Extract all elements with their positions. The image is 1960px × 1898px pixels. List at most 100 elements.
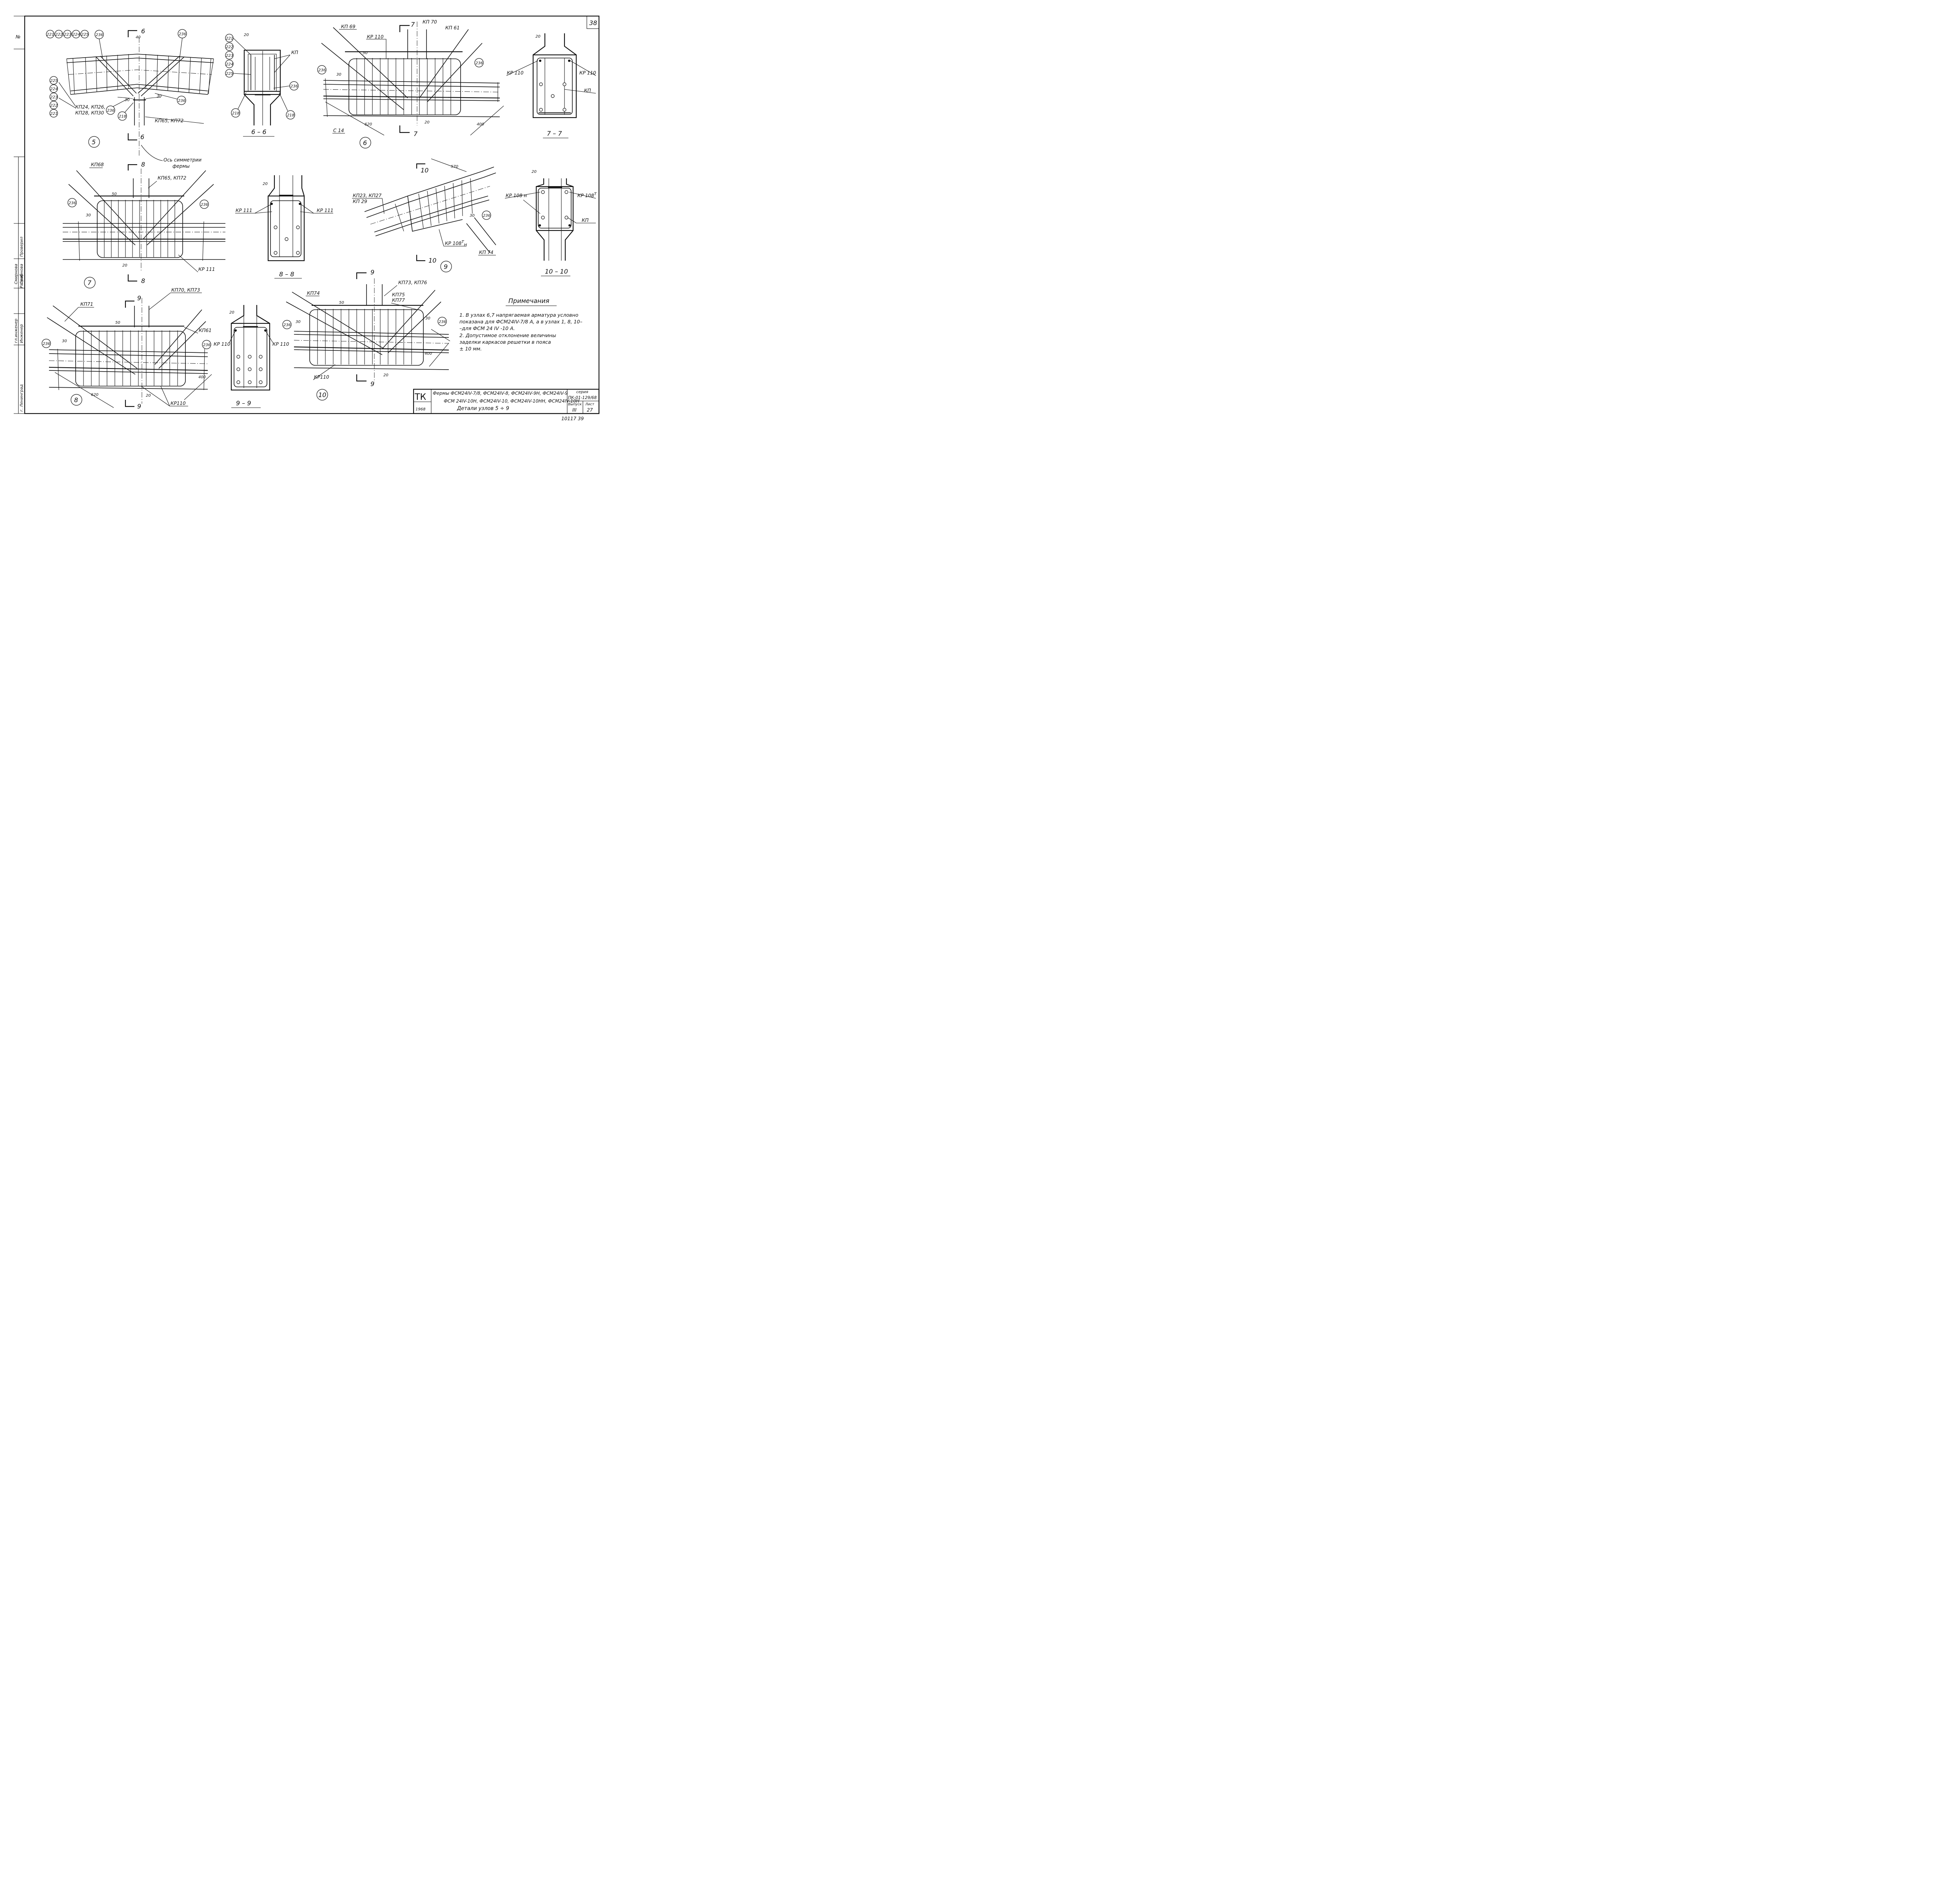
- title-line-2: ФСМ 24IV-10Н, ФСМ24IV-10, ФСМ24IV-10НН, …: [444, 398, 580, 404]
- node-6-number: 6: [359, 137, 371, 149]
- node-5-cut-bottom: 6: [140, 133, 144, 141]
- node-7-mark-236-a: 236: [69, 201, 76, 205]
- node-9-cut-bottom: 10: [428, 257, 436, 264]
- node-5-marks: 236 236 236 236 218: [94, 29, 187, 121]
- sheet-value: 27: [587, 407, 593, 413]
- node-7-kp65-label: КП65, КП72: [158, 175, 186, 181]
- node-9-number-text: 9: [444, 263, 448, 270]
- note-line-6: ± 10 мм.: [459, 346, 482, 352]
- s66-kp-label: КП: [291, 50, 298, 55]
- name-smirnova-1: Смирнова: [20, 264, 24, 284]
- s77-kr110-right: КР 110: [579, 70, 596, 76]
- node-7-dim-50: 50: [112, 192, 117, 196]
- title-line-3: Детали узлов 5 ÷ 9: [457, 406, 509, 412]
- notes-title: Примечания: [508, 297, 550, 305]
- s77-dim-20: 20: [535, 34, 541, 39]
- node-9-kp23-label: КП23, КП27: [353, 193, 382, 198]
- node-10-kp75-label: КП75: [392, 292, 405, 298]
- mark-223-left: 223: [50, 95, 58, 100]
- notes-block: Примечания 1. В узлах 6,7 напрягаемая ар…: [459, 297, 583, 352]
- node-10-kp73-label: КП73, КП76: [398, 280, 427, 285]
- node-10-dim-30a: 30: [296, 320, 301, 324]
- node-8-number: 8: [71, 394, 82, 406]
- node-7-kp68-label: КП68: [91, 162, 104, 167]
- mark-224-left: 224: [50, 87, 58, 91]
- node-8-dim-20: 20: [146, 394, 151, 398]
- section-10-10-title: 10 – 10: [545, 268, 568, 275]
- node-7-kr111-label: КР 111: [198, 267, 215, 272]
- section-8-8-drawing: [267, 175, 305, 261]
- node-6-kp70-label: КП 70: [423, 19, 437, 25]
- node-10-kr110-label: КР110: [314, 374, 329, 380]
- section-7-7-title: 7 – 7: [547, 130, 562, 137]
- s66-mark-223: 223: [226, 54, 233, 58]
- s66-mark-221: 221: [226, 36, 233, 41]
- node-8-dim-620: 620: [91, 393, 98, 397]
- section-6-6-marks: 221 222 223 224 225 236 218 218: [225, 34, 299, 120]
- node-7-number-text: 7: [87, 279, 92, 287]
- mark-236-a: 236: [96, 33, 103, 37]
- sheet-number-box: 38: [586, 16, 599, 29]
- node-9-kp74-label: КП 74: [479, 250, 494, 255]
- node-8-kp70-label: КП70, КП73: [171, 287, 200, 293]
- node-8-dim-50: 50: [115, 321, 120, 325]
- role-checked: Проверил: [20, 236, 24, 257]
- node-6-kp61-label: КП 61: [445, 25, 460, 31]
- note-line-5: заделки каркасов решетки в пояса: [459, 339, 551, 345]
- role-developed: Разраб: [19, 274, 24, 288]
- note-line-2: показана для ФСМ24IV-7/8 А, а в узлах 1,…: [459, 319, 583, 325]
- node-10-kp74-label: КП74: [307, 290, 320, 296]
- node-7-cut-top: 8: [141, 161, 145, 168]
- role-engineer: Инженер: [20, 324, 24, 343]
- mark-221-left: 221: [50, 112, 58, 116]
- sheet-label: Лист: [585, 403, 595, 406]
- name-smirnova-2: Смирнова: [14, 264, 18, 284]
- title-block: ТК 1968 Фермы ФСМ24IV-7/8, ФСМ24IV-8, ФС…: [413, 388, 600, 414]
- node-9-cut-top: 10: [421, 167, 428, 174]
- note-line-3: –для ФСМ 24 IV -10 А.: [459, 325, 515, 331]
- s66-mark-236: 236: [290, 84, 298, 89]
- node-10-mark-236-a: 236: [283, 323, 291, 327]
- axis-symmetry-label: Ось симметрии: [163, 157, 201, 163]
- section-6-6-title: 6 – 6: [251, 128, 267, 136]
- s99-dim-20: 20: [229, 310, 234, 315]
- sheet-frame: [14, 15, 600, 414]
- node-9-drawing: [364, 158, 496, 261]
- note-line-1: 1. В узлах 6,7 напрягаемая арматура усло…: [459, 312, 579, 318]
- mark-223: 223: [64, 33, 71, 37]
- node-5-kp28-label: КП28, КП30: [75, 110, 104, 116]
- node-6-kr110-label: КР 110: [367, 34, 384, 40]
- s1010-kr108t-label: КР 108Т: [577, 192, 597, 198]
- mark-224: 224: [73, 33, 80, 37]
- node-10-drawing: [286, 272, 450, 382]
- node-6-number-text: 6: [363, 139, 367, 147]
- mark-236-d: 236: [178, 99, 185, 103]
- section-10-10-drawing: [535, 178, 574, 261]
- node-7-mark-236-b: 236: [201, 203, 208, 207]
- title-year: 1968: [416, 407, 425, 412]
- s88-dim-20: 20: [263, 182, 268, 186]
- title-line-1: Фермы ФСМ24IV-7/8, ФСМ24IV-8, ФСМ24IV-9Н…: [433, 390, 568, 396]
- node-6-cut-bottom: 7: [414, 130, 418, 138]
- node-8-drawing: [47, 298, 212, 408]
- node-8-kp71-label: КП71: [80, 301, 93, 307]
- node-6-dim-20: 20: [425, 120, 430, 125]
- node-7-dim-20: 20: [122, 263, 127, 268]
- node-9-number: 9: [440, 261, 452, 272]
- s99-kr110-left: КР 110: [214, 341, 230, 347]
- node-5-kp24-label: КП24, КП26,: [75, 104, 105, 110]
- node-9-kp29-label: КП 29: [353, 199, 367, 204]
- s66-mark-224: 224: [226, 62, 233, 67]
- s1010-dim-20: 20: [532, 170, 537, 174]
- node-5-dim-40: 40: [136, 35, 141, 40]
- mark-225: 225: [81, 33, 89, 37]
- section-6-6-drawing: [243, 49, 281, 125]
- node-10-number-text: 10: [318, 391, 326, 399]
- issue-value: III: [572, 407, 577, 413]
- num-label: №: [15, 34, 20, 40]
- node-9-dim-30: 30: [470, 214, 475, 218]
- node-8-kp61-label: КП61: [199, 328, 212, 333]
- section-9-9-title: 9 – 9: [236, 399, 251, 407]
- node-6-drawing: [321, 22, 504, 136]
- node-5-drawing: [66, 30, 214, 157]
